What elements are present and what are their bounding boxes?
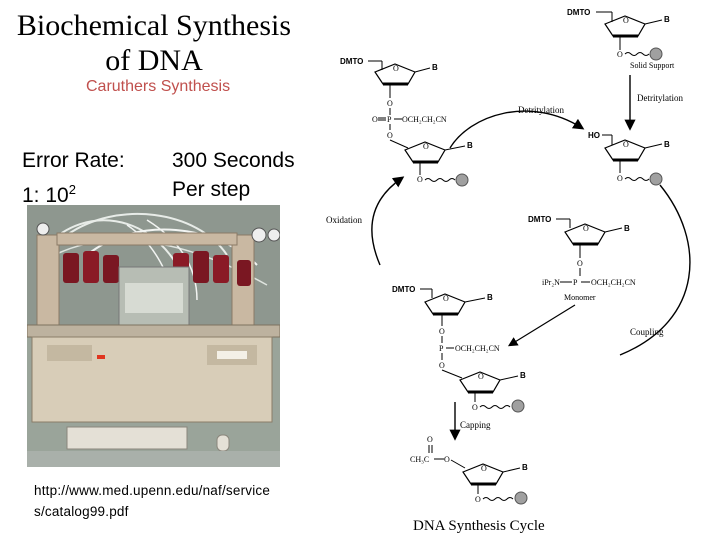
solid-support-bead-6 bbox=[514, 491, 528, 505]
ipr2n-label: iPr₂N bbox=[542, 278, 560, 287]
slide-title-line1: Biochemical Synthesis bbox=[16, 9, 292, 42]
sugar-ring-6 bbox=[462, 463, 504, 485]
phosphorus-label-5: P bbox=[439, 344, 444, 353]
sugar-ring-5b bbox=[459, 371, 501, 393]
oxygen-label-2a: O bbox=[387, 99, 393, 108]
base-label-1: B bbox=[664, 15, 670, 24]
ring-oxygen-2: O bbox=[393, 64, 399, 73]
oxygen-label-6a: O bbox=[427, 435, 433, 444]
solid-support-label: Solid Support bbox=[630, 61, 675, 70]
ring-oxygen-5: O bbox=[443, 294, 449, 303]
cyanoethyl-label-4: OCH₂CH₂CN bbox=[591, 278, 636, 287]
source-url-line1: http://www.med.upenn.edu/naf/service bbox=[34, 483, 271, 498]
dmto-label-1: DMTO bbox=[567, 8, 590, 17]
solid-support-bead-1 bbox=[649, 47, 663, 61]
oxidation-arrow bbox=[371, 176, 405, 266]
base-label-3: B bbox=[664, 140, 670, 149]
slide-subtitle: Caruthers Synthesis bbox=[86, 78, 231, 95]
base-label-2: B bbox=[432, 63, 438, 72]
error-rate-exponent: 2 bbox=[68, 182, 76, 197]
structure-phosphite-triester: DMTO O B O P OCH₂CH₂CN O O B O bbox=[392, 285, 526, 413]
sugar-ring-3 bbox=[604, 139, 646, 161]
speed-block: 300 Seconds Per step bbox=[172, 146, 295, 204]
error-rate-value: 1: 102 bbox=[22, 175, 125, 210]
oxygen-label-2b: O bbox=[372, 115, 378, 124]
sugar-ring-2b bbox=[404, 141, 446, 163]
detritylation-arrow-top bbox=[449, 110, 585, 149]
oxygen-label-1: O bbox=[617, 50, 623, 59]
ring-oxygen-3: O bbox=[623, 140, 629, 149]
ring-oxygen-5b: O bbox=[478, 372, 484, 381]
base-label-5: B bbox=[487, 293, 493, 302]
ring-oxygen-1: O bbox=[623, 16, 629, 25]
cycle-title: DNA Synthesis Cycle bbox=[413, 518, 545, 534]
oxygen-label-6c: O bbox=[475, 495, 481, 504]
cyanoethyl-label-2: OCH₂CH₂CN bbox=[402, 115, 447, 124]
slide-title: Biochemical Synthesis of DNA bbox=[4, 8, 304, 78]
structure-capped-nucleoside: O CH₃C O O B O bbox=[410, 435, 528, 505]
cyanoethyl-label-5: OCH₂CH₂CN bbox=[455, 344, 500, 353]
dna-synthesizer-photo bbox=[27, 205, 280, 467]
base-label-5b: B bbox=[520, 371, 526, 380]
dna-synthesis-cycle-diagram: DMTO O B O Solid Support DMTO O B O O P … bbox=[326, 8, 691, 534]
oxygen-label-5b: O bbox=[439, 361, 445, 370]
coupling-arrow bbox=[507, 304, 576, 347]
coupling-label: Coupling bbox=[630, 327, 664, 337]
base-label-6: B bbox=[522, 463, 528, 472]
error-rate-label: Error Rate: bbox=[22, 149, 125, 172]
solid-support-bead-5 bbox=[511, 399, 525, 413]
ring-oxygen-4: O bbox=[583, 224, 589, 233]
oxygen-label-5a: O bbox=[439, 327, 445, 336]
structure-detritylated-nucleoside: HO O B O bbox=[588, 131, 670, 186]
base-label-4: B bbox=[624, 224, 630, 233]
error-rate-base: 1: 10 bbox=[22, 184, 69, 207]
source-url-line2: s/catalog99.pdf bbox=[34, 504, 129, 519]
speed-line2: Per step bbox=[172, 178, 251, 201]
sugar-ring-1 bbox=[604, 15, 646, 37]
acetyl-label: CH₃C bbox=[410, 455, 429, 464]
oxygen-label-3: O bbox=[617, 174, 623, 183]
slide-title-line2: of DNA bbox=[105, 44, 203, 77]
phosphorus-label-2: P bbox=[387, 115, 392, 124]
monomer-label: Monomer bbox=[564, 293, 596, 302]
capping-label: Capping bbox=[460, 420, 491, 430]
sugar-ring-2 bbox=[374, 63, 416, 85]
base-label-2b: B bbox=[467, 141, 473, 150]
dmto-label-5: DMTO bbox=[392, 285, 415, 294]
oxidation-label: Oxidation bbox=[326, 215, 362, 225]
speed-line1: 300 Seconds bbox=[172, 149, 295, 172]
sugar-ring-4 bbox=[564, 223, 606, 245]
source-url[interactable]: http://www.med.upenn.edu/naf/service s/c… bbox=[34, 480, 314, 522]
structure-oxidized-dinucleotide: DMTO O B O O P OCH₂CH₂CN O O B O bbox=[340, 57, 473, 187]
dmto-label-4: DMTO bbox=[528, 215, 551, 224]
coupling-arc bbox=[619, 184, 691, 356]
ring-oxygen-2b: O bbox=[423, 142, 429, 151]
oxygen-label-4: O bbox=[577, 259, 583, 268]
oxygen-label-2c: O bbox=[387, 131, 393, 140]
detritylation-label-right: Detritylation bbox=[637, 93, 683, 103]
ring-oxygen-6: O bbox=[481, 464, 487, 473]
phosphorus-label-4: P bbox=[573, 278, 578, 287]
structure-phosphoramidite-monomer: DMTO O B O iPr₂N P OCH₂CH₂CN Monomer bbox=[528, 215, 636, 302]
sugar-ring-5 bbox=[424, 293, 466, 315]
solid-support-bead-2 bbox=[455, 173, 469, 187]
oxygen-label-2d: O bbox=[417, 175, 423, 184]
detritylation-label-top: Detritylation bbox=[518, 105, 564, 115]
oxygen-label-6b: O bbox=[444, 455, 450, 464]
solid-support-bead-3 bbox=[649, 172, 663, 186]
dmto-label-2: DMTO bbox=[340, 57, 363, 66]
structure-support-bound-nucleoside: DMTO O B O Solid Support bbox=[567, 8, 675, 70]
ho-label: HO bbox=[588, 131, 600, 140]
oxygen-label-5c: O bbox=[472, 403, 478, 412]
error-rate-block: Error Rate: 1: 102 bbox=[22, 146, 125, 210]
